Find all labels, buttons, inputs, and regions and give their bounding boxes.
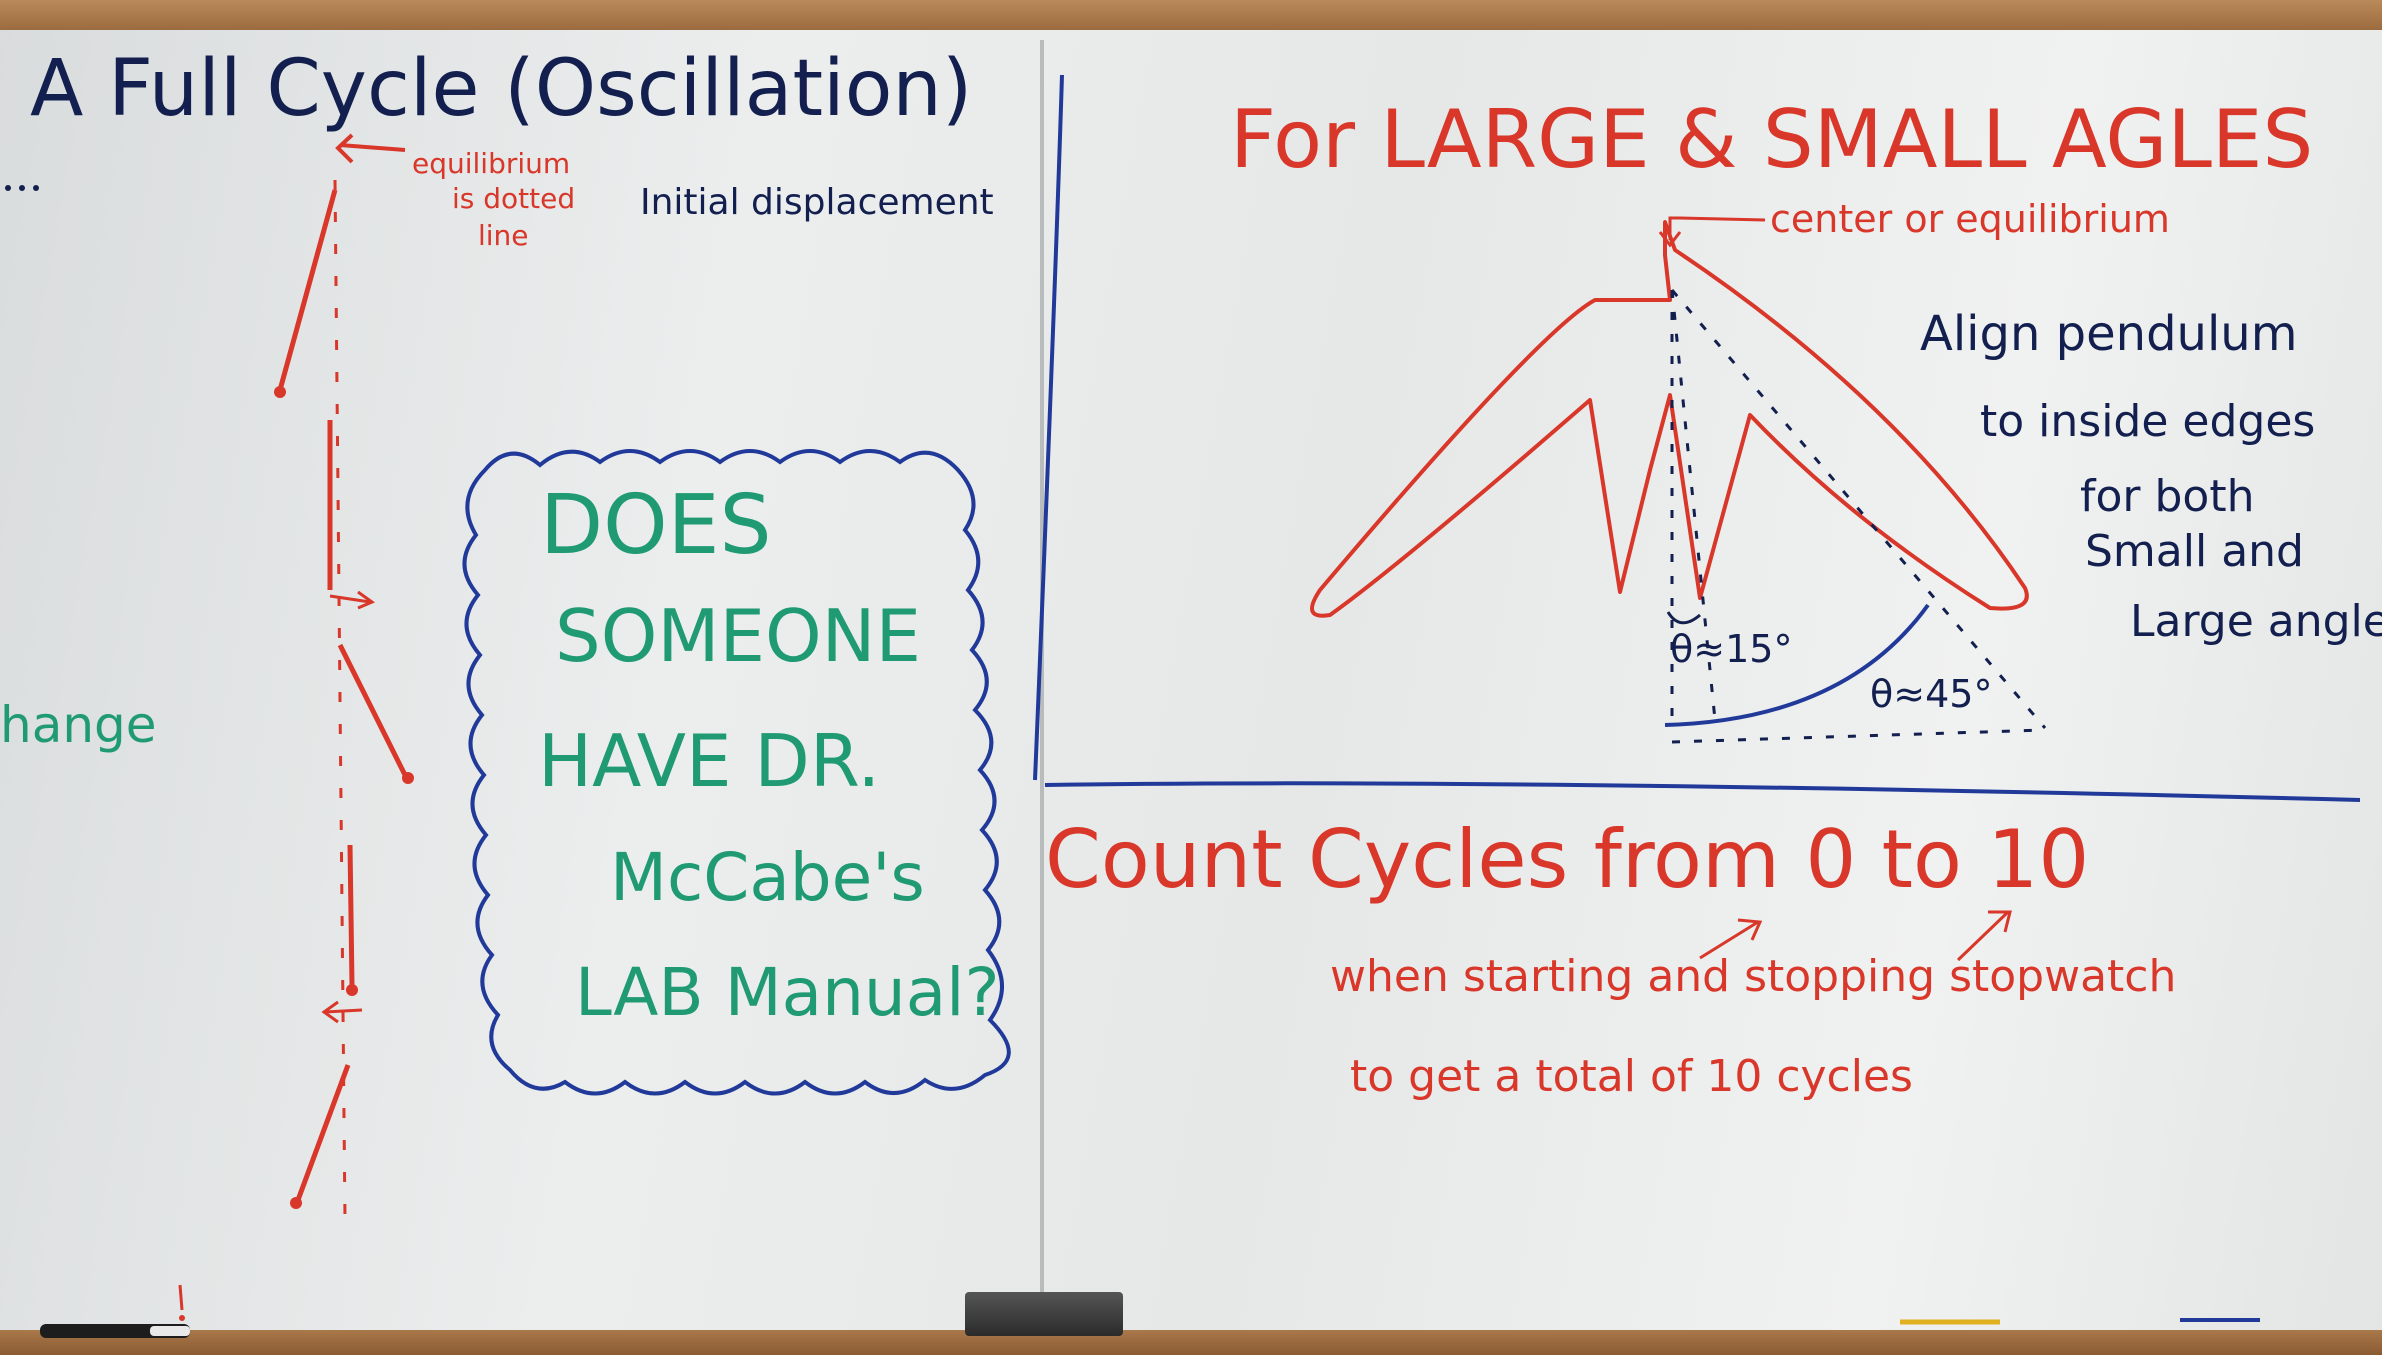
align-note-line5: Large angles	[2130, 596, 2382, 647]
callout-line-someone: SOMEONE	[555, 594, 922, 678]
angle-large-label: θ≈45°	[1870, 672, 1993, 716]
center-equilibrium-note: center or equilibrium	[1770, 197, 2170, 241]
callout-line-lab-manual: LAB Manual?	[575, 954, 1000, 1031]
marker-cap-icon	[150, 1326, 190, 1336]
initial-displacement-label: Initial displacement	[640, 182, 994, 223]
align-note-line3: for both	[2080, 471, 2255, 522]
eraser-icon	[965, 1292, 1123, 1336]
left-board-title: A Full Cycle (Oscillation)	[30, 44, 973, 134]
align-note-line1: Align pendulum	[1920, 306, 2298, 362]
count-note-line1: when starting and stopping stopwatch	[1330, 951, 2177, 1002]
count-arrows	[1699, 910, 2012, 962]
equilibrium-note-line3: line	[478, 219, 529, 252]
equilibrium-note-line1: equilibrium	[412, 147, 571, 180]
right-board-title: For LARGE & SMALL AGLES	[1230, 93, 2314, 186]
red-marks	[178, 1284, 2260, 1325]
align-note-line2: to inside edges	[1980, 396, 2316, 447]
board-frame-top	[0, 0, 2382, 30]
partial-word-change: hange	[0, 696, 157, 754]
callout-line-mccabes: McCabe's	[610, 839, 925, 916]
callout-line-have-dr: HAVE DR.	[538, 719, 881, 803]
callout-line-does: DOES	[540, 478, 772, 573]
marker-tray	[0, 1330, 2382, 1355]
align-note-line4: Small and	[2085, 526, 2304, 577]
pendulum-angle-gauge	[1310, 216, 2047, 744]
pendulum-cycle-sketch	[274, 133, 414, 1221]
count-cycles-title: Count Cycles from 0 to 10	[1045, 813, 2090, 906]
right-board-frame-lines	[1033, 74, 2361, 802]
callout-cloud-outline	[462, 449, 1011, 1096]
angle-small-label: θ≈15°	[1670, 627, 1793, 671]
equilibrium-note-line2: is dotted	[452, 182, 576, 215]
board-seam	[1040, 40, 1044, 1330]
stray-dots	[5, 185, 39, 191]
count-note-line2: to get a total of 10 cycles	[1350, 1051, 1913, 1102]
